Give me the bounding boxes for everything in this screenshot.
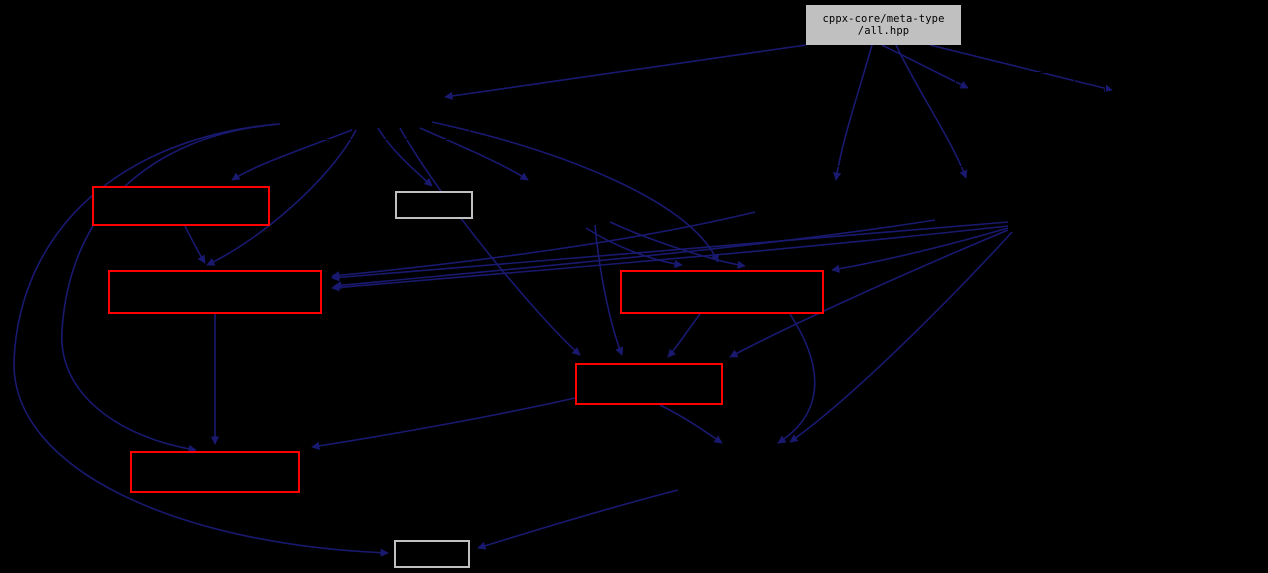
node-mid-right-hidden-b[interactable] bbox=[958, 166, 998, 198]
edge-extra-to-center3-a bbox=[594, 224, 624, 356]
node-root-label: cppx-core/meta-type /all.hpp bbox=[822, 12, 945, 37]
node-top-right-2[interactable] bbox=[1105, 72, 1255, 112]
edge-root-to-hub bbox=[444, 44, 807, 101]
edge-cross-right-b bbox=[609, 221, 746, 269]
edge-cross-left-a bbox=[331, 211, 756, 280]
edge-root-to-topright2 bbox=[929, 44, 1113, 93]
node-top-right-1[interactable] bbox=[955, 72, 1075, 112]
edge-hub-to-right2 bbox=[431, 121, 719, 263]
edge-root-to-topright1 bbox=[881, 44, 969, 89]
edge-hub-to-center3 bbox=[399, 127, 581, 356]
edge-right2-to-sink bbox=[777, 313, 816, 444]
edge-hub-to-left1 bbox=[231, 129, 353, 181]
edge-hub-to-left4 bbox=[61, 123, 281, 453]
node-root[interactable]: cppx-core/meta-type /all.hpp bbox=[806, 5, 961, 45]
edge-right2-to-center3 bbox=[667, 313, 701, 358]
node-mid-right-hidden-a[interactable] bbox=[820, 166, 860, 198]
edge-hub-to-midgray bbox=[377, 127, 433, 187]
edge-cross-left-b bbox=[333, 219, 936, 290]
node-right-2[interactable] bbox=[620, 270, 824, 314]
edge-hub-to-left2 bbox=[206, 129, 357, 266]
edge-sink-to-bottomgray bbox=[477, 489, 679, 550]
edge-righthub-to-sink bbox=[789, 231, 1013, 443]
edge-cross-right-a bbox=[585, 227, 683, 269]
node-left-1[interactable] bbox=[92, 186, 270, 226]
edge-center3-to-sink bbox=[659, 404, 723, 444]
node-hub-top[interactable] bbox=[300, 100, 470, 140]
edge-righthub-to-left2-a bbox=[331, 221, 1009, 282]
node-left-2[interactable] bbox=[108, 270, 322, 314]
edge-root-to-midright-a bbox=[832, 44, 873, 181]
edge-righthub-to-right2 bbox=[831, 227, 1009, 273]
node-mid-gray[interactable] bbox=[395, 191, 473, 219]
node-right-sink[interactable] bbox=[715, 448, 825, 482]
edge-righthub-to-center3 bbox=[729, 229, 1009, 358]
edge-group bbox=[13, 44, 1113, 557]
node-left-4[interactable] bbox=[130, 451, 300, 493]
edge-left1-to-left2 bbox=[184, 225, 206, 264]
edge-center3-to-left4 bbox=[311, 397, 576, 450]
edge-root-to-midright-b bbox=[895, 44, 968, 179]
edge-hub-to-fan-e bbox=[419, 127, 529, 181]
node-bottom-gray[interactable] bbox=[394, 540, 470, 568]
edge-hub-to-bottomgray bbox=[13, 123, 389, 557]
node-center-3[interactable] bbox=[575, 363, 723, 405]
